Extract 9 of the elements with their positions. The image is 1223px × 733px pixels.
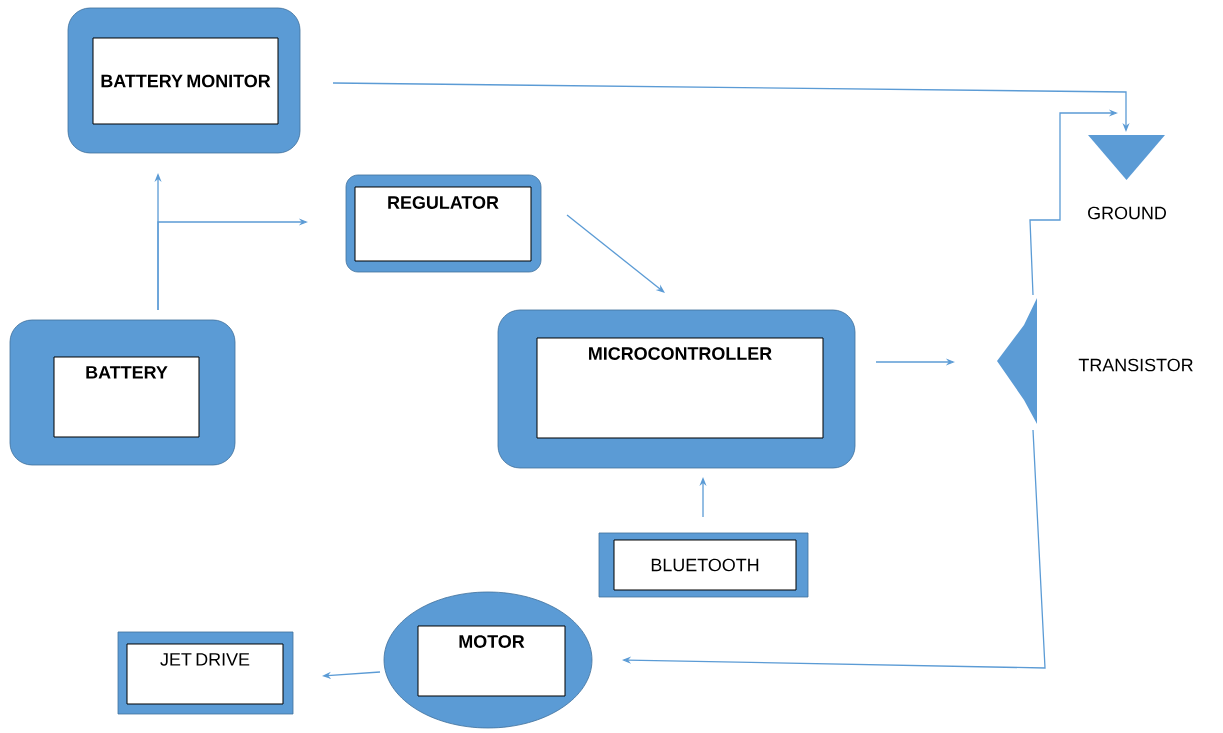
- process-box: JET DRIVE: [117, 631, 294, 715]
- process-box: BATTERY MONITOR: [67, 7, 301, 154]
- process-box: REGULATOR: [345, 174, 542, 273]
- process-box: BLUETOOTH: [598, 532, 809, 598]
- process-box: BATTERY: [9, 319, 236, 466]
- symbol-label: GROUND: [1088, 206, 1166, 220]
- symbol-label: TRANSISTOR: [1078, 358, 1193, 372]
- arrow: [566, 214, 665, 293]
- process-box: MICROCONTROLLER: [497, 309, 856, 469]
